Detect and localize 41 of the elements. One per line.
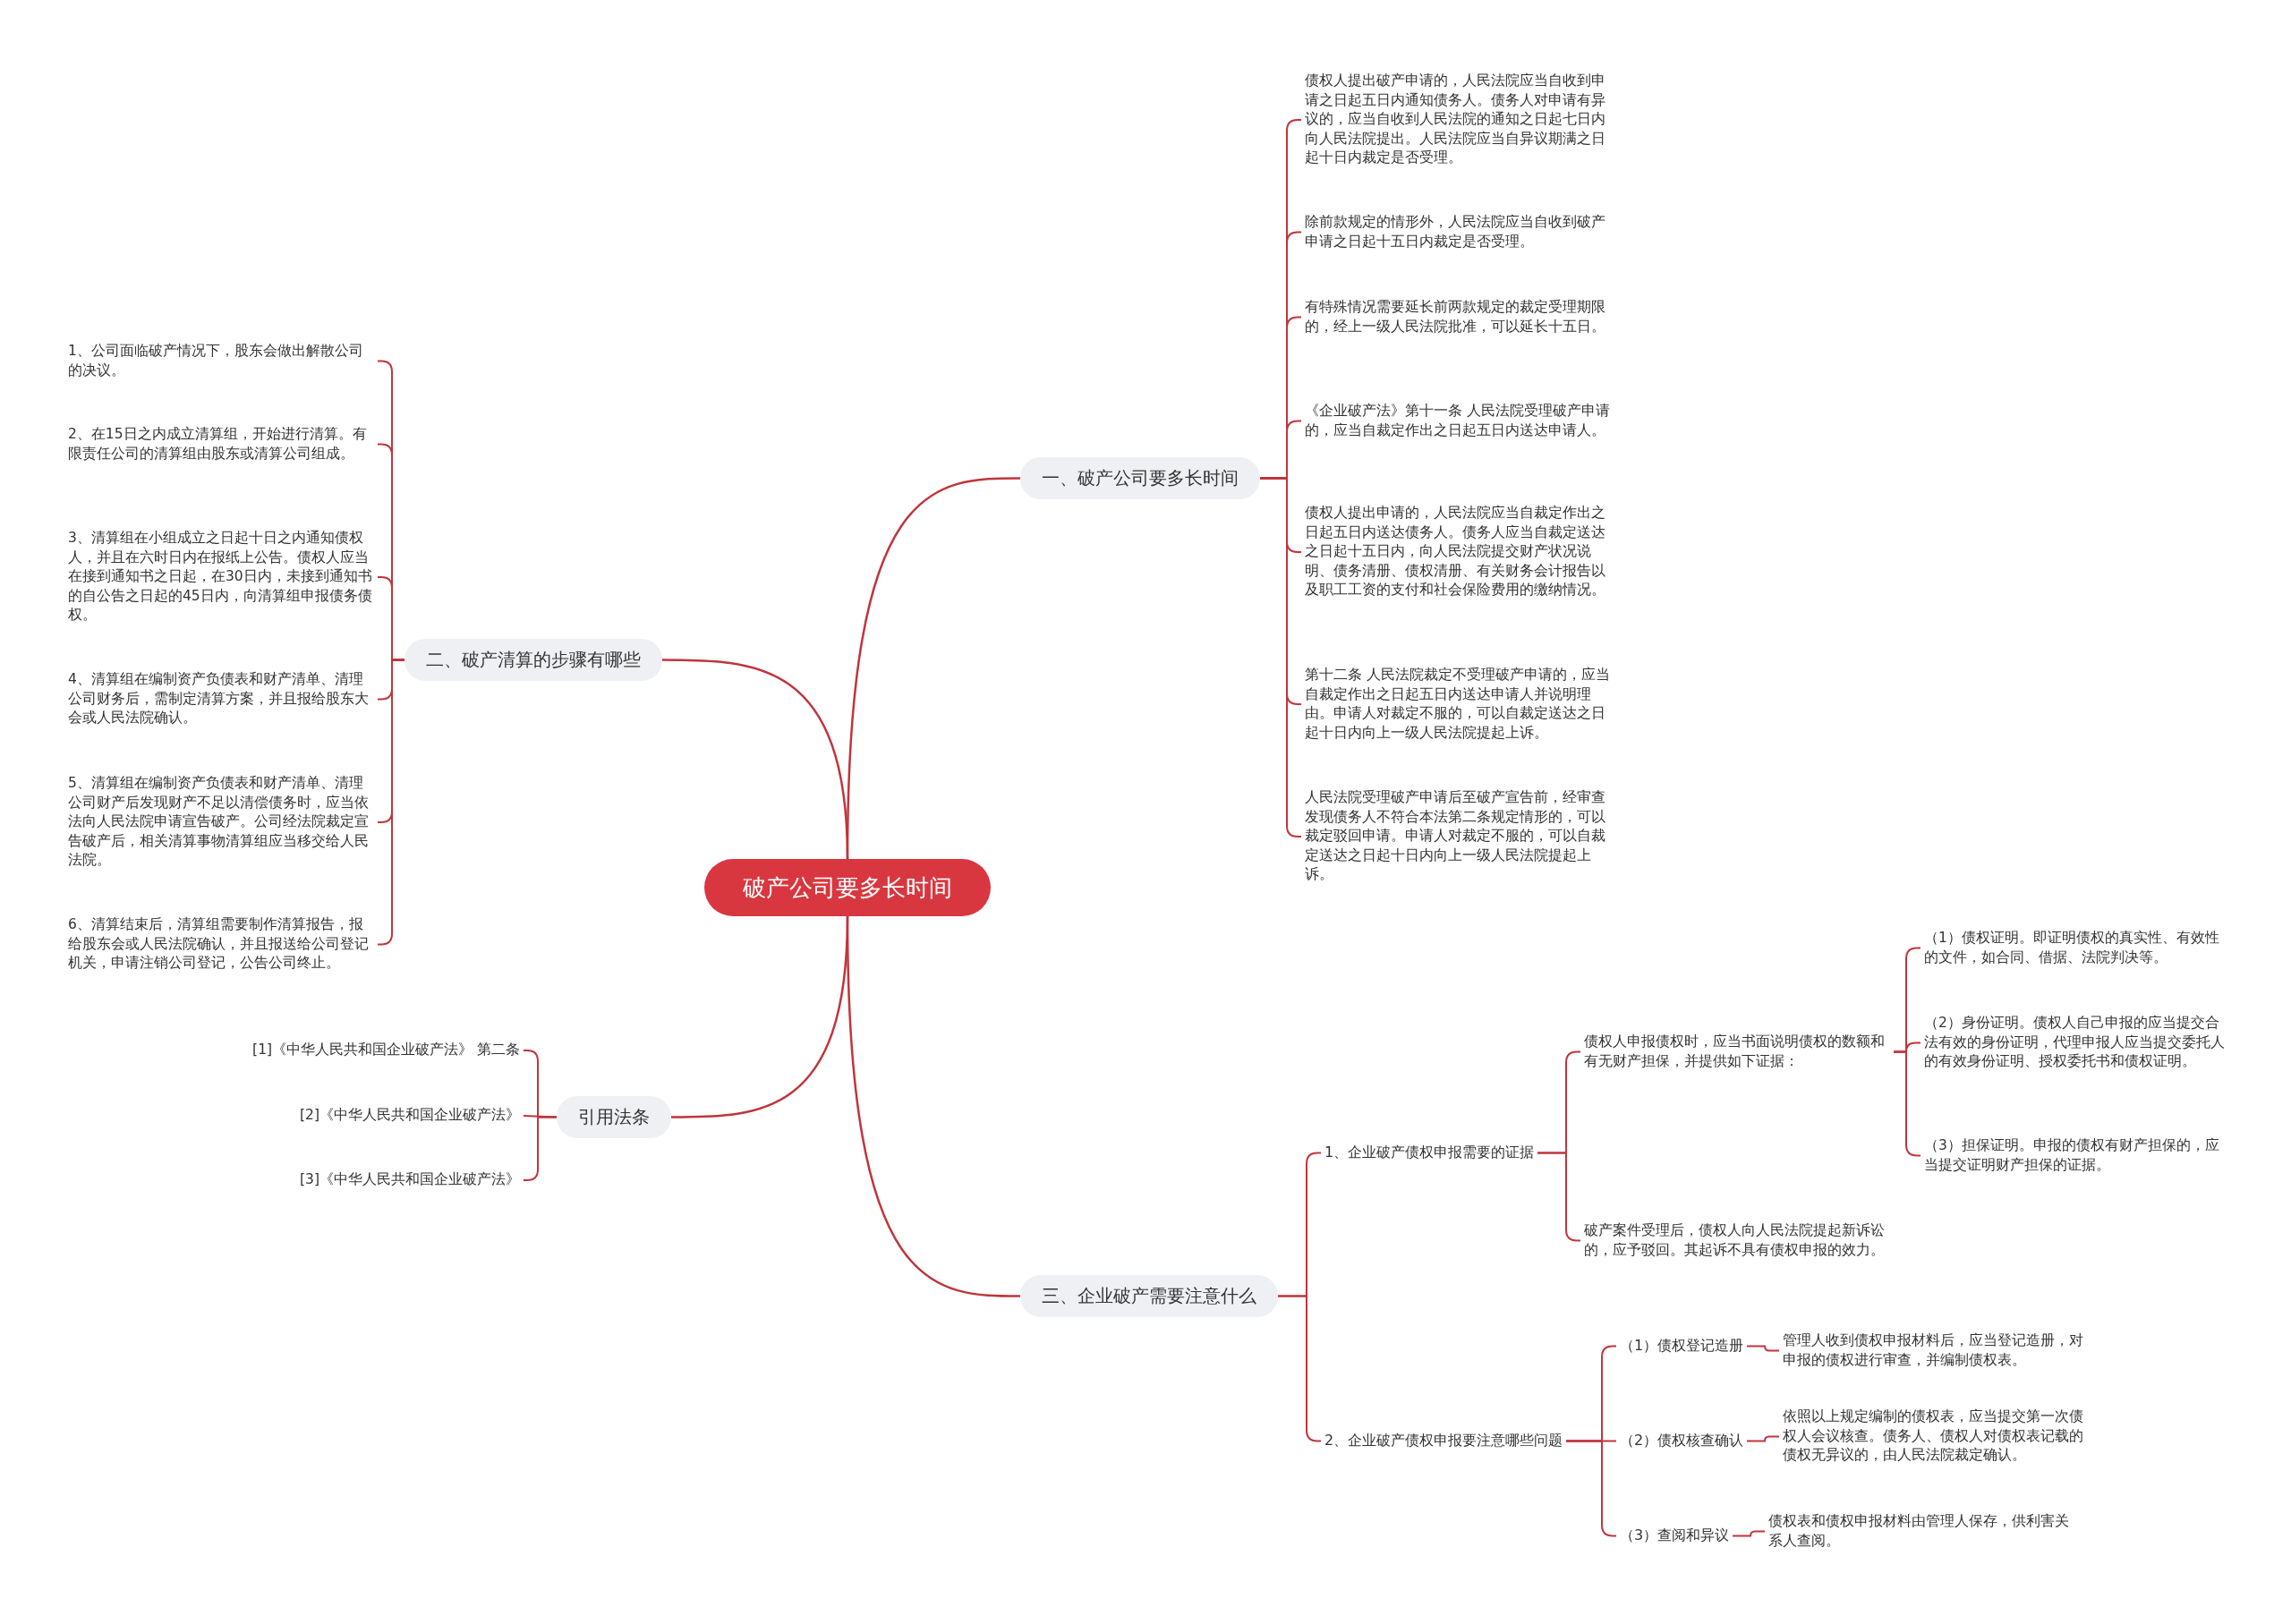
connector [846, 915, 1020, 1297]
subtopic-text: （3）查阅和异议 [1616, 1525, 1733, 1547]
topic-text: 除前款规定的情形外，人民法院应当自收到破产申请之日起十五日内裁定是否受理。 [1301, 211, 1616, 253]
branch-topic: 一、破产公司要多长时间 [1020, 457, 1260, 499]
topic-text: （2）身份证明。债权人自己申报的应当提交合法有效的身份证明，代理申报人应当提交委托人的有效身份证明、授权委托书和债权证明。 [1921, 1012, 2234, 1074]
connector [1746, 1345, 1780, 1352]
topic-text: 6、清算结束后，清算组需要制作清算报告，报给股东会或人民法院确认，并且报送给公司登记机关，申请注销公司登记，公告公司终止。 [64, 914, 378, 975]
central-topic: 破产公司要多长时间 [704, 859, 991, 916]
connector [523, 1115, 558, 1118]
branch-topic: 二、破产清算的步骤有哪些 [405, 639, 662, 681]
topic-text: 债权人提出破产申请的，人民法院应当自收到申请之日起五日内通知债务人。债务人对申请有异议的，应当自收到人民法院的通知之日起七日内向人民法院提出。人民法院应当自异议期满之日起十日内裁定是否受理。 [1301, 70, 1616, 170]
subtopic-text: （2）债权核查确认 [1616, 1430, 1748, 1452]
topic-text: （1）债权证明。即证明债权的真实性、有效性的文件，如合同、借据、法院判决等。 [1921, 927, 2234, 969]
topic-text: 3、清算组在小组成立之日起十日之内通知债权人，并且在六时日内在报纸上公告。债权人应当在接到通知书之日起，在30日内，未接到通知书的自公告之日起的45日内，向清算组申报债务债权。 [64, 527, 378, 627]
branch-topic: 三、企业破产需要注意什么 [1020, 1275, 1278, 1317]
subtopic-text: （1）债权登记造册 [1616, 1335, 1748, 1357]
subtopic-text: 2、企业破产债权申报要注意哪些问题 [1321, 1430, 1567, 1452]
topic-text: 第十二条 人民法院裁定不受理破产申请的，应当自裁定作出之日起五日内送达申请人并说明理由。申请人对裁定不服的，可以自裁定送达之日起十日内向上一级人民法院提起上诉。 [1301, 664, 1616, 744]
topic-text: [2]《中华人民共和国企业破产法》 [206, 1104, 524, 1127]
topic-text: 管理人收到债权申报材料后，应当登记造册，对申报的债权进行审查，并编制债权表。 [1779, 1330, 2092, 1372]
topic-text: 债权表和债权申报材料由管理人保存，供利害关系人查阅。 [1765, 1510, 2078, 1552]
topic-text: 5、清算组在编制资产负债表和财产清单、清理公司财产后发现财产不足以清偿债务时，应当依法向人民法院申请宣告破产。公司经法院裁定宣告破产后，相关清算事物清算组应当移交给人民法院。 [64, 772, 378, 872]
connector [377, 659, 405, 946]
connector [662, 659, 849, 860]
topic-text: 债权人提出申请的，人民法院应当自裁定作出之日起五日内送达债务人。债务人应当自裁定送达之日起十五日内，向人民法院提交财产状况说明、债务清册、债权清册、有关财务会计报告以及职工工资的支付和社会保险费用的缴纳情况。 [1301, 502, 1616, 602]
topic-text: [1]《中华人民共和国企业破产法》 第二条 [206, 1039, 524, 1062]
topic-text: 4、清算组在编制资产负债表和财产清单、清理公司财务后，需制定清算方案，并且报给股东大会或人民法院确认。 [64, 668, 378, 730]
topic-text: 债权人申报债权时，应当书面说明债权的数额和有无财产担保，并提供如下证据： [1580, 1031, 1894, 1073]
topic-text: （3）担保证明。申报的债权有财产担保的，应当提交证明财产担保的证据。 [1921, 1135, 2234, 1177]
topic-text: 1、公司面临破产情况下，股东会做出解散公司的决议。 [64, 340, 378, 382]
connector [1732, 1530, 1766, 1537]
topic-text: 2、在15日之内成立清算组，开始进行清算。有限责任公司的清算组由股东或清算公司组成。 [64, 423, 378, 465]
topic-text: 有特殊情况需要延长前两款规定的裁定受理期限的，经上一级人民法院批准，可以延长十五日。 [1301, 296, 1616, 338]
connector [1746, 1435, 1780, 1442]
branch-topic: 引用法条 [557, 1096, 671, 1138]
topic-text: 《企业破产法》第十一条 人民法院受理破产申请的，应当自裁定作出之日起五日内送达申请人。 [1301, 400, 1616, 442]
topic-text: 人民法院受理破产申请后至破产宣告前，经审查发现债务人不符合本法第二条规定情形的，可以裁定驳回申请。申请人对裁定不服的，可以自裁定送达之日起十日内向上一级人民法院提起上诉。 [1301, 786, 1616, 887]
topic-text: 依照以上规定编制的债权表，应当提交第一次债权人会议核查。债务人、债权人对债权表记载的债权无异议的，由人民法院裁定确认。 [1779, 1406, 2092, 1467]
subtopic-text: 1、企业破产债权申报需要的证据 [1321, 1142, 1538, 1164]
topic-text: [3]《中华人民共和国企业破产法》 [206, 1169, 524, 1192]
topic-text: 破产案件受理后，债权人向人民法院提起新诉讼的，应予驳回。其起诉不具有债权申报的效力。 [1580, 1220, 1894, 1262]
